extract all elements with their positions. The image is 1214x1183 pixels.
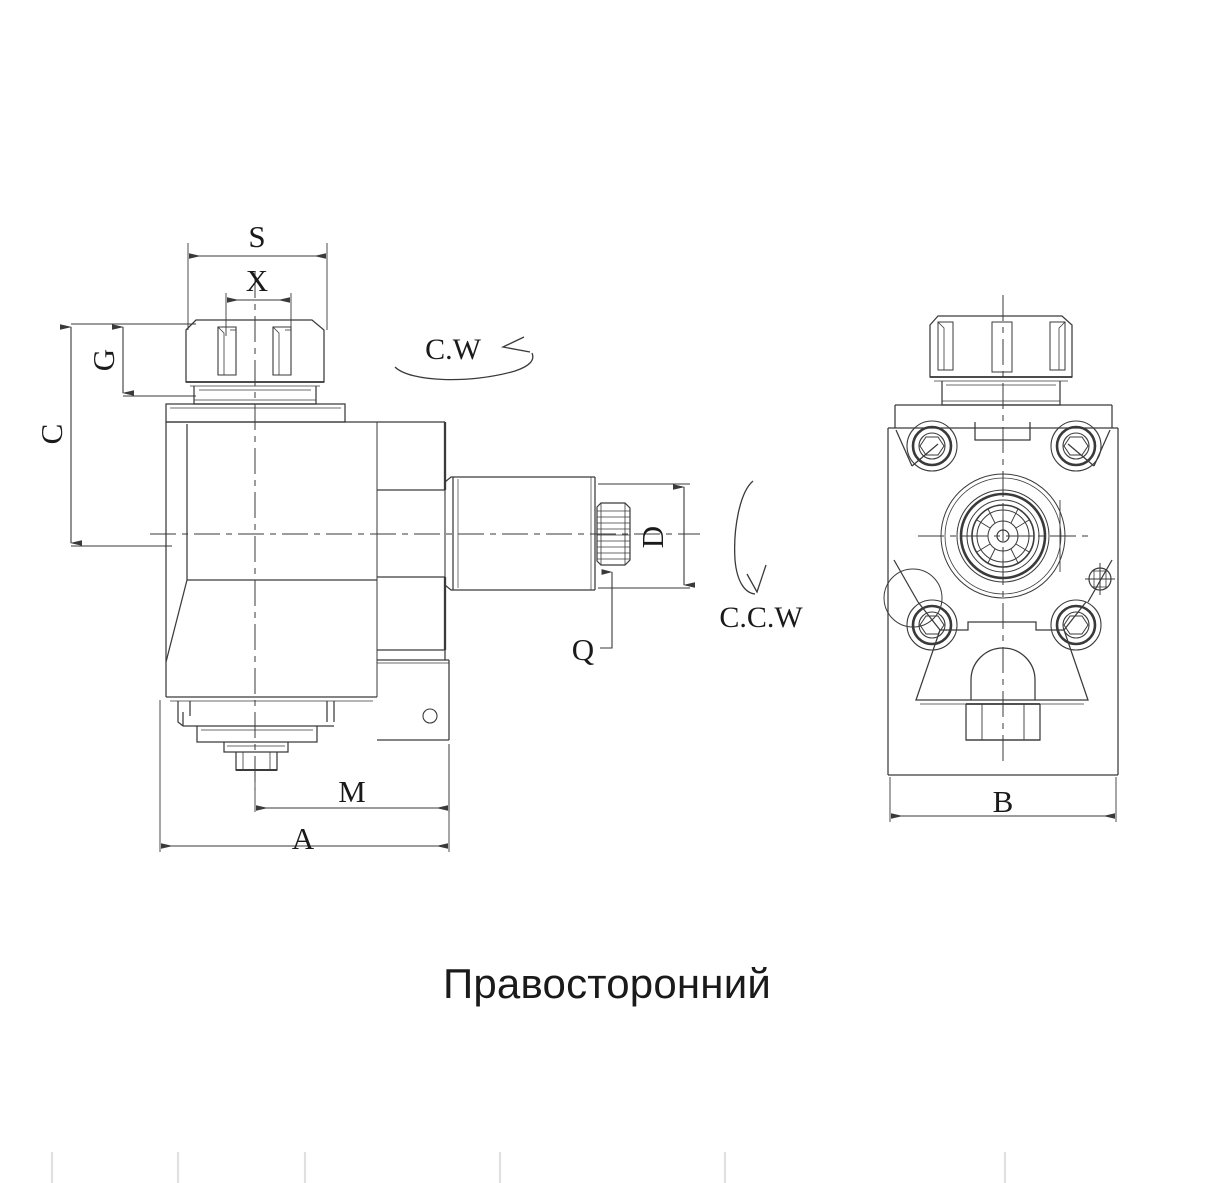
leader-label-Q: Q [572, 632, 594, 667]
front-view [883, 295, 1119, 822]
dimension-label-B: B [993, 784, 1014, 819]
bolt-hole-bottom-right [1050, 599, 1102, 651]
side-view [60, 243, 767, 852]
dimension-B [889, 777, 1117, 822]
rotation-label-ccw: C.C.W [719, 601, 803, 634]
front-collet-nut [929, 315, 1073, 406]
dimension-label-G: G [86, 349, 121, 371]
dimension-C [60, 323, 196, 547]
centre-lines [150, 272, 700, 790]
dimension-G [112, 323, 196, 397]
dimension-label-X: X [246, 263, 268, 298]
dimension-A [159, 700, 450, 852]
footer-table-rules [50, 1152, 1007, 1183]
dimension-label-C: C [34, 424, 69, 445]
bolt-hole-bottom-left [906, 599, 958, 651]
cw-rotation-arrow [394, 336, 534, 381]
bolt-hole-top-left [906, 420, 958, 472]
dimension-D [598, 483, 695, 589]
dimension-label-S: S [248, 219, 265, 254]
drawing-caption: Правосторонний [442, 960, 772, 1007]
dimension-label-D: D [635, 526, 670, 548]
rear-boss [377, 649, 450, 741]
bottom-shank [177, 701, 335, 771]
front-centre-lines [918, 295, 1090, 765]
bolt-hole-top-right [1050, 420, 1102, 472]
front-blank-hole [883, 568, 943, 628]
dimension-S [187, 243, 328, 330]
dimension-label-M: M [338, 774, 366, 809]
bolt-holes [906, 420, 1102, 651]
main-body [165, 421, 447, 702]
rotation-label-cw: C.W [425, 333, 482, 366]
datum-target-icon [1085, 563, 1115, 595]
spline-end [596, 502, 631, 566]
ccw-rotation-arrow [734, 480, 767, 595]
dimension-label-A: A [292, 821, 315, 856]
leader-Q [600, 569, 613, 649]
